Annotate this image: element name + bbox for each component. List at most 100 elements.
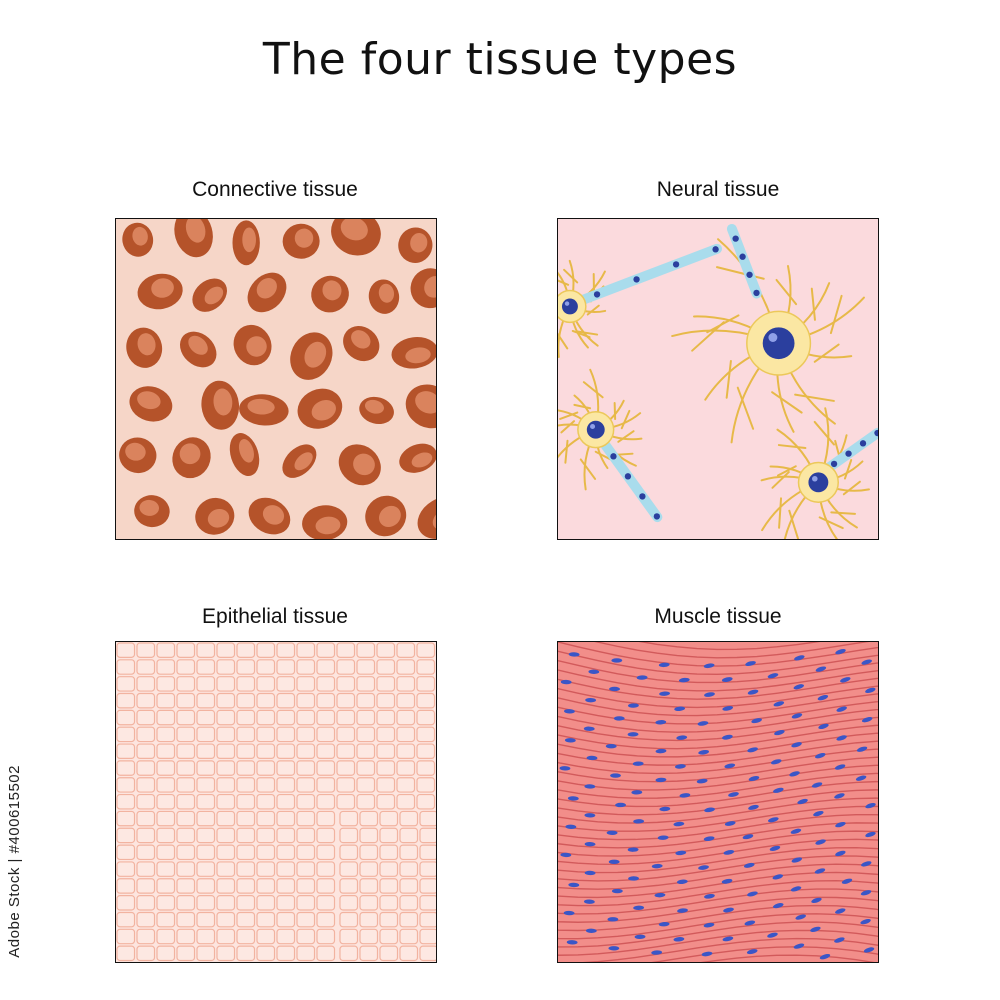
schwann-nucleus	[753, 290, 759, 296]
epithelial-cell	[297, 845, 315, 859]
neuron-nucleus	[763, 327, 795, 359]
epithelial-cell	[197, 761, 215, 775]
epithelial-cell	[337, 795, 355, 809]
epithelial-cell	[317, 946, 335, 960]
epithelial-cell	[297, 879, 315, 893]
epithelial-cell	[317, 643, 335, 657]
epithelial-cell	[337, 727, 355, 741]
epithelial-cell	[377, 744, 395, 758]
epithelial-cell	[377, 778, 395, 792]
epithelial-cell	[237, 845, 255, 859]
epithelial-cell	[237, 828, 255, 842]
neural-tissue-svg	[558, 219, 878, 539]
epithelial-cell	[257, 862, 275, 876]
epithelial-cell	[197, 929, 215, 943]
epithelial-cell	[217, 929, 235, 943]
epithelial-cell	[197, 828, 215, 842]
epithelial-cell	[417, 778, 435, 792]
muscle-nucleus	[612, 889, 623, 893]
epithelial-cell	[257, 677, 275, 691]
epithelial-cell	[317, 727, 335, 741]
epithelial-cell	[357, 694, 375, 708]
epithelial-cell	[117, 929, 135, 943]
epithelial-cell	[337, 744, 355, 758]
epithelial-cell	[157, 660, 175, 674]
epithelial-cell	[277, 811, 295, 825]
schwann-nucleus	[746, 272, 752, 278]
epithelial-cell	[297, 929, 315, 943]
epithelial-cell	[360, 946, 378, 960]
epithelial-cell	[237, 694, 255, 708]
epithelial-cell	[337, 778, 355, 792]
epithelial-cell	[420, 896, 436, 910]
epithelial-cell	[137, 912, 155, 926]
muscle-nucleus	[609, 687, 620, 691]
epithelial-cell	[377, 643, 395, 657]
epithelial-cell	[237, 727, 255, 741]
epithelial-cell	[380, 845, 398, 859]
epithelial-cell	[257, 811, 275, 825]
epithelial-cell	[137, 778, 155, 792]
epithelial-cell	[157, 761, 175, 775]
epithelial-cell	[257, 912, 275, 926]
schwann-nucleus	[625, 473, 631, 479]
epithelial-cell	[357, 778, 375, 792]
epithelial-cell	[277, 828, 295, 842]
epithelial-cell	[340, 862, 358, 876]
epithelial-cell	[400, 845, 418, 859]
epithelial-cell	[377, 727, 395, 741]
epithelial-cell	[257, 845, 275, 859]
epithelial-cell	[197, 643, 215, 657]
epithelial-cell	[377, 761, 395, 775]
epithelial-cell	[420, 929, 436, 943]
epithelial-cell	[317, 929, 335, 943]
epithelial-tissue-label: Epithelial tissue	[105, 605, 445, 629]
connective-tissue-label: Connective tissue	[105, 178, 445, 202]
epithelial-cell	[277, 896, 295, 910]
connective-tissue-illustration	[115, 218, 437, 540]
epithelial-cell	[277, 761, 295, 775]
epithelial-cell	[237, 929, 255, 943]
epithelial-cell	[297, 694, 315, 708]
epithelial-cell	[417, 677, 435, 691]
epithelial-cell	[217, 912, 235, 926]
epithelial-cell	[197, 710, 215, 724]
epithelial-cell	[217, 727, 235, 741]
epithelial-cell	[197, 677, 215, 691]
muscle-nucleus	[607, 917, 618, 921]
cavity-highlight	[242, 227, 256, 252]
epithelial-cell	[137, 845, 155, 859]
epithelial-cell	[177, 845, 195, 859]
epithelial-cell	[277, 912, 295, 926]
epithelial-cell	[257, 828, 275, 842]
epithelial-cell	[177, 778, 195, 792]
epithelial-cell	[297, 660, 315, 674]
muscle-tissue-svg	[558, 642, 878, 962]
schwann-nucleus	[845, 450, 851, 456]
epithelial-cell	[360, 896, 378, 910]
epithelial-cell	[337, 643, 355, 657]
epithelial-cell	[217, 946, 235, 960]
muscle-tissue-illustration	[557, 641, 879, 963]
epithelial-cell	[277, 879, 295, 893]
epithelial-cell	[400, 929, 418, 943]
epithelial-cell	[137, 795, 155, 809]
epithelial-cell	[420, 912, 436, 926]
epithelial-cell	[157, 946, 175, 960]
neural-tissue-illustration	[557, 218, 879, 540]
epithelial-cell	[117, 862, 135, 876]
epithelial-cell	[297, 744, 315, 758]
epithelial-cell	[357, 660, 375, 674]
epithelial-cell	[417, 744, 435, 758]
epithelial-cell	[317, 795, 335, 809]
epithelial-cell	[217, 677, 235, 691]
epithelial-cell	[297, 778, 315, 792]
epithelial-cell	[197, 862, 215, 876]
epithelial-cell	[117, 660, 135, 674]
epithelial-cell	[177, 795, 195, 809]
epithelial-cell	[297, 727, 315, 741]
epithelial-cell	[257, 778, 275, 792]
schwann-nucleus	[712, 246, 718, 252]
epithelial-cell	[257, 761, 275, 775]
epithelial-cell	[400, 811, 418, 825]
